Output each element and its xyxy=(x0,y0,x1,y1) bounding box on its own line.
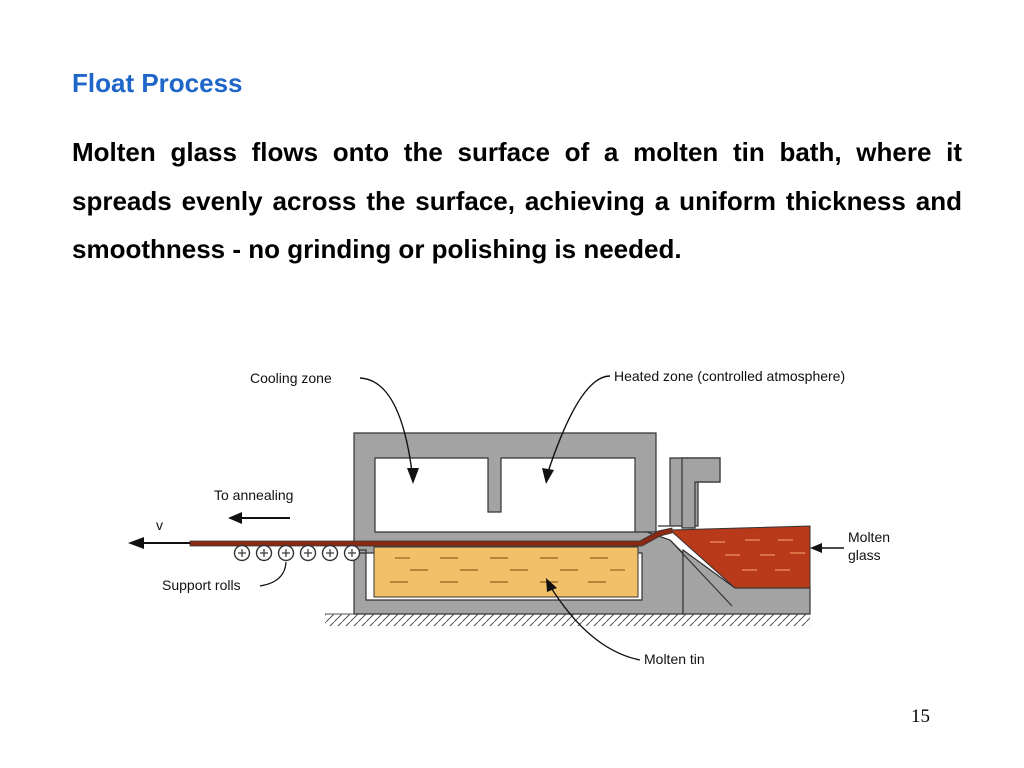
glass-dashes xyxy=(710,539,805,571)
molten-tin-leader xyxy=(549,585,641,661)
exit-arrow-icon xyxy=(128,537,190,549)
page-number: 15 xyxy=(911,706,930,727)
slide-body-text: Molten glass flows onto the surface of a… xyxy=(72,137,962,264)
molten-glass-reservoir xyxy=(668,525,811,589)
glass-ribbon xyxy=(189,527,673,547)
annealing-arrow-icon xyxy=(228,512,290,524)
support-rolls-label: Support rolls xyxy=(162,577,241,593)
cooling-zone-arrowhead xyxy=(407,468,419,484)
furnace-base xyxy=(682,548,811,615)
support-rolls xyxy=(233,544,361,562)
bath-housing xyxy=(353,432,684,615)
furnace-guide xyxy=(669,539,733,607)
feed-spout xyxy=(681,457,721,529)
tin-dashes xyxy=(390,557,625,583)
cooling-zone-leader xyxy=(359,377,413,473)
heated-zone-leader xyxy=(547,375,611,473)
velocity-label: v xyxy=(156,517,163,533)
molten-glass-arrowhead xyxy=(810,543,822,553)
to-annealing-label: To annealing xyxy=(214,487,293,503)
molten-tin-label: Molten tin xyxy=(644,651,705,667)
heated-zone-arrowhead xyxy=(542,468,554,484)
slide-title: Float Process xyxy=(72,68,243,98)
float-process-diagram: v To annealing Cooling zone Heated zone … xyxy=(128,368,890,667)
cooling-zone-label: Cooling zone xyxy=(250,370,332,386)
molten-tin-arrowhead xyxy=(546,578,557,592)
molten-glass-label-line2: glass xyxy=(848,547,881,563)
ground-hatch xyxy=(325,614,810,626)
support-rolls-leader xyxy=(259,561,287,587)
molten-tin-bath xyxy=(373,546,639,598)
molten-glass-label-line1: Molten xyxy=(848,529,890,545)
heated-zone-label: Heated zone (controlled atmosphere) xyxy=(614,368,845,384)
